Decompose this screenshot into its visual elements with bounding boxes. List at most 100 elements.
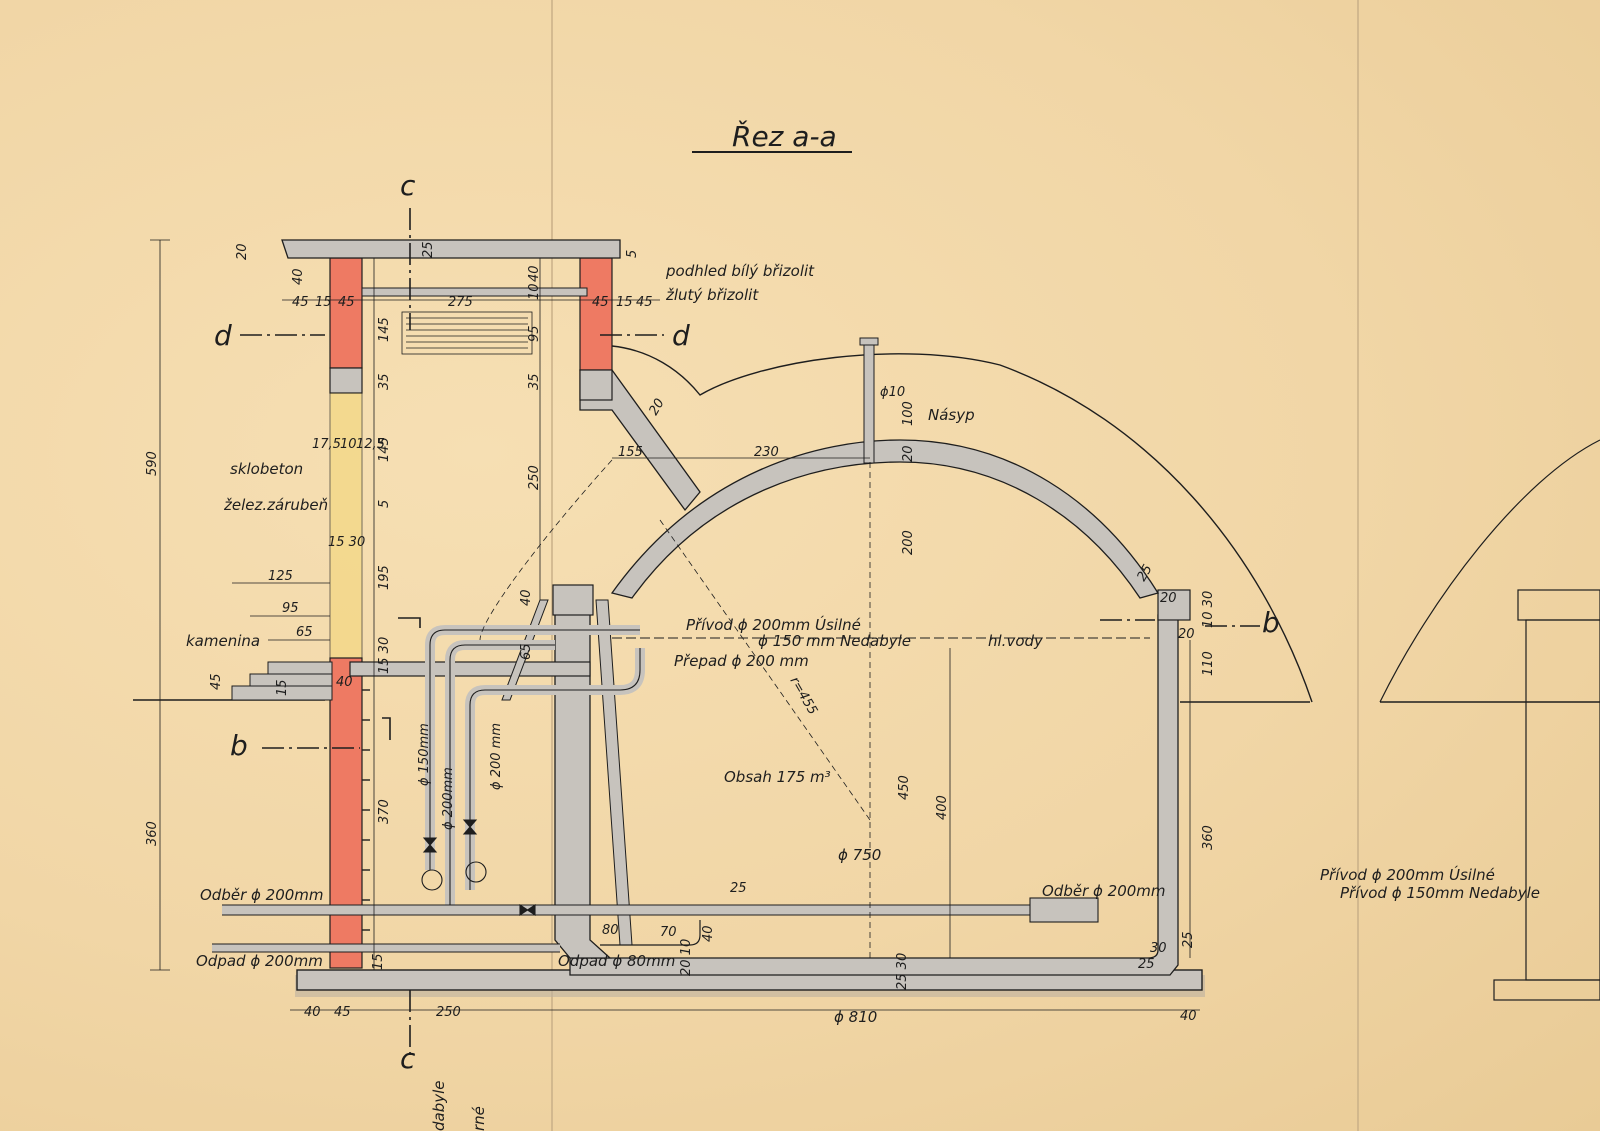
dim: 10 30 bbox=[1201, 591, 1216, 628]
dim: 45 bbox=[292, 295, 309, 310]
dim: 200 bbox=[901, 530, 916, 555]
shaft-left-wall bbox=[329, 257, 363, 969]
dim: 45 bbox=[209, 673, 224, 690]
pipework bbox=[212, 625, 1099, 953]
dim: 30 bbox=[1150, 941, 1167, 956]
dim: 40 bbox=[519, 589, 534, 606]
dim: 25 bbox=[421, 241, 436, 258]
dim: 25 bbox=[1138, 957, 1155, 972]
dim: 25 30 bbox=[895, 953, 910, 990]
shaft-floor bbox=[349, 661, 591, 677]
label-bottom-frag2: rné bbox=[470, 1106, 488, 1131]
dim: 45 bbox=[636, 295, 653, 310]
label-privod1: Přívod ϕ 200mm Úsilné bbox=[686, 615, 861, 634]
dim: 5 bbox=[625, 250, 640, 258]
neighbour-mound bbox=[1379, 439, 1600, 703]
section-mark-d-right: d bbox=[672, 319, 690, 352]
tank-wall-right bbox=[569, 614, 1179, 976]
label-privod2: ϕ 150 mm Nedabyle bbox=[758, 632, 911, 650]
label-pipe200b: ϕ 200 mm bbox=[489, 723, 504, 790]
dim: 15 30 bbox=[377, 637, 392, 674]
dim: 12,5 bbox=[356, 437, 385, 452]
vent-pipe bbox=[859, 337, 879, 464]
dim: 40 bbox=[701, 925, 716, 942]
dim: 45 bbox=[334, 1005, 351, 1020]
label-odpad-left: Odpad ϕ 200mm bbox=[196, 952, 323, 970]
roof-slab bbox=[281, 239, 621, 259]
entrance-steps bbox=[231, 661, 333, 701]
label-podhled: podhled bílý břizolit bbox=[665, 262, 815, 280]
dim: 590 bbox=[145, 451, 160, 476]
dim: 40 bbox=[291, 268, 306, 285]
dim: 25 bbox=[1181, 931, 1196, 948]
dim: 25 bbox=[1134, 562, 1155, 584]
earth-fill-mound bbox=[611, 345, 1313, 703]
dim: 155 bbox=[618, 445, 643, 460]
label-sklobeton: sklobeton bbox=[230, 460, 303, 478]
label-hlvody: hl.vody bbox=[988, 632, 1044, 650]
dim: 360 bbox=[145, 821, 160, 846]
section-mark-c-top: c bbox=[400, 169, 416, 202]
dim: 100 bbox=[901, 401, 916, 426]
dim: 250 bbox=[527, 465, 542, 490]
dim: 15 bbox=[315, 295, 332, 310]
dim: 360 bbox=[1201, 825, 1216, 850]
dim: 400 bbox=[935, 795, 950, 820]
drawing-labels: c c d d b b podhled bílý břizolit žlutý … bbox=[186, 169, 1540, 1131]
label-obsah: Obsah 175 m³ bbox=[724, 768, 831, 786]
shaft-right-wall bbox=[579, 257, 613, 401]
label-phi810: ϕ 810 bbox=[834, 1008, 877, 1026]
label-zaruben: želez.zárubeň bbox=[223, 496, 328, 514]
dim: 370 bbox=[377, 799, 392, 824]
label-bottom-frag1: dabyle bbox=[430, 1080, 448, 1131]
label-radius: r=455 bbox=[787, 675, 821, 718]
dim: 250 bbox=[436, 1005, 461, 1020]
construction-lines bbox=[479, 459, 871, 958]
dome-shell bbox=[610, 439, 1160, 599]
label-nasyp: Násyp bbox=[928, 406, 975, 424]
dim: 15 bbox=[371, 953, 386, 970]
dim: 35 bbox=[377, 373, 392, 390]
dim: 45 bbox=[338, 295, 355, 310]
dim: 125 bbox=[268, 569, 293, 584]
dim: 40 bbox=[336, 675, 353, 690]
dim: 17,5 bbox=[312, 437, 341, 452]
tank-wall-right-top bbox=[1157, 589, 1191, 621]
dimension-values: 20 40 45 15 45 275 25 5 40 10 45 15 45 1… bbox=[145, 241, 1216, 1024]
inner-wall-cap bbox=[552, 584, 594, 616]
label-kamenina: kamenina bbox=[186, 632, 260, 650]
dim: 95 bbox=[282, 601, 299, 616]
dim: 95 bbox=[527, 325, 542, 342]
dim: 15 bbox=[616, 295, 633, 310]
label-right-privod1: Přívod ϕ 200mm Úsilné bbox=[1320, 865, 1495, 884]
dim: 20 bbox=[1160, 591, 1177, 606]
dim: 20 10 bbox=[679, 939, 694, 976]
dim: 145 bbox=[377, 437, 392, 462]
label-pipe150: ϕ 150mm bbox=[417, 723, 432, 786]
label-pipe200a: ϕ 200mm bbox=[441, 767, 456, 830]
section-lines bbox=[240, 208, 1260, 1060]
dim: 35 bbox=[527, 373, 542, 390]
dim: 275 bbox=[448, 295, 473, 310]
dim: 20 bbox=[235, 243, 250, 260]
ladder bbox=[362, 689, 370, 931]
label-zluty: žlutý břizolit bbox=[665, 286, 759, 304]
label-odpad80: Odpad ϕ 80mm bbox=[558, 952, 675, 970]
dim: 80 bbox=[602, 923, 619, 938]
neighbour-structure bbox=[1493, 589, 1600, 1001]
dim: 65 bbox=[296, 625, 313, 640]
dim: 145 bbox=[377, 317, 392, 342]
label-odber-right: Odběr ϕ 200mm bbox=[1042, 882, 1166, 900]
dim: 20 bbox=[901, 445, 916, 462]
vent-grille bbox=[401, 311, 533, 355]
label-phi10: ϕ10 bbox=[880, 385, 905, 400]
label-right-privod2: Přívod ϕ 150mm Nedabyle bbox=[1340, 884, 1540, 902]
section-mark-b-left: b bbox=[230, 729, 248, 762]
section-title: Řez a-a bbox=[732, 119, 837, 153]
dim: 5 bbox=[377, 500, 392, 508]
dim: 40 bbox=[527, 265, 542, 282]
dim: 10 bbox=[340, 437, 357, 452]
dim: 450 bbox=[897, 775, 912, 800]
